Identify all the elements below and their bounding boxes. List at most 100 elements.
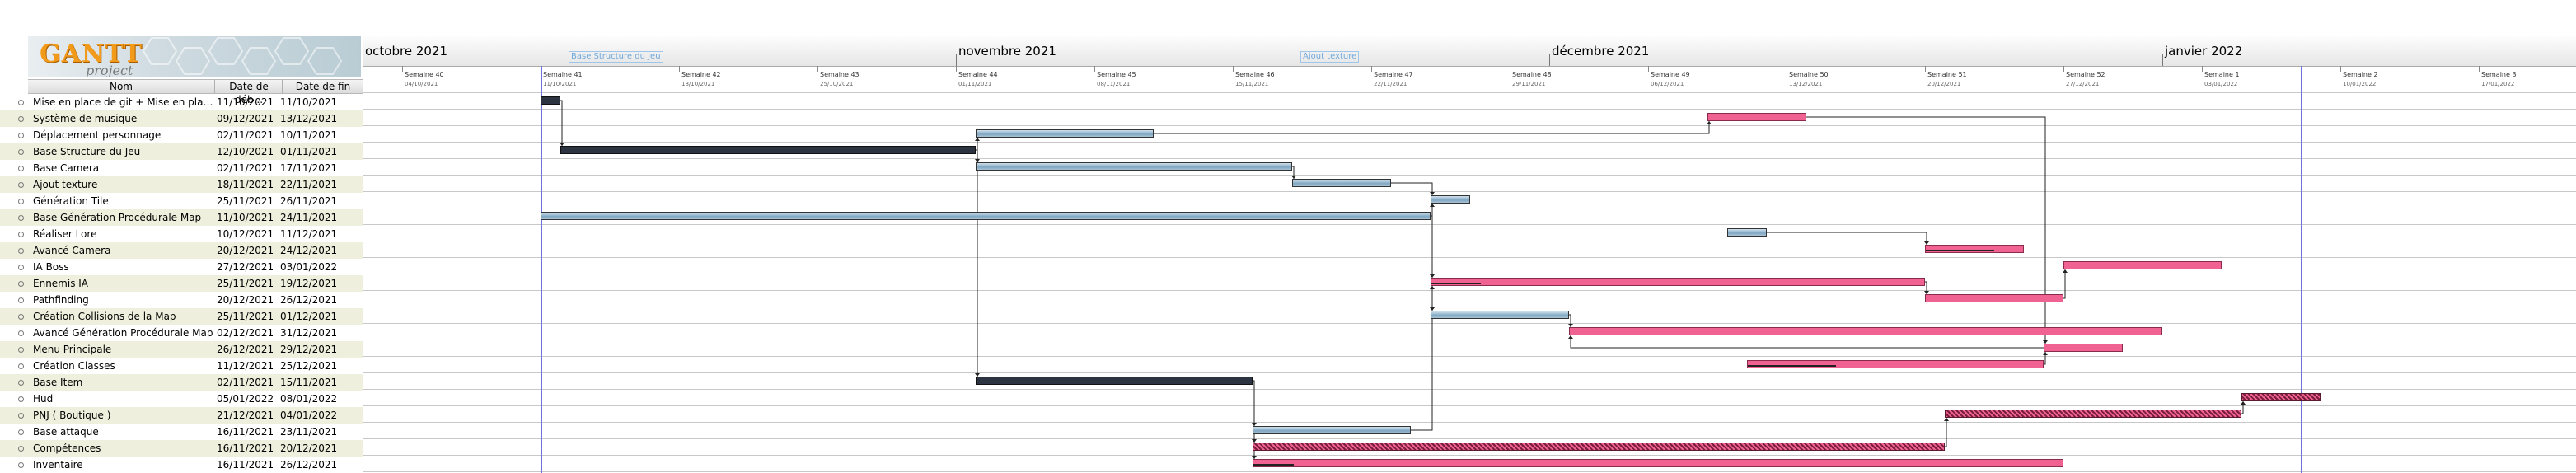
task-bullet-icon: [18, 396, 24, 402]
task-name[interactable]: Base Génération Procédurale Map: [33, 212, 202, 223]
task-bar[interactable]: [976, 377, 1253, 385]
task-bar[interactable]: [560, 146, 976, 154]
task-bar[interactable]: [976, 162, 1292, 171]
task-name[interactable]: Ajout texture: [33, 179, 98, 190]
task-end-date: 23/11/2021: [280, 426, 338, 438]
task-name[interactable]: Génération Tile: [33, 195, 109, 207]
arrowhead-icon: [1430, 192, 1435, 195]
table-row[interactable]: Mise en place de git + Mise en place de …: [0, 94, 363, 110]
task-bullet-icon: [18, 265, 24, 270]
task-end-date: 15/11/2021: [280, 377, 338, 388]
task-bar[interactable]: [1292, 179, 1391, 187]
task-name[interactable]: Réaliser Lore: [33, 228, 97, 240]
task-bar[interactable]: [2063, 261, 2222, 269]
task-bar[interactable]: [1431, 195, 1470, 204]
task-progress: [1748, 365, 1837, 367]
task-bar[interactable]: [541, 96, 560, 105]
row-gridline: [363, 109, 2576, 110]
task-bullet-icon: [18, 116, 24, 122]
task-bar[interactable]: [1253, 426, 1411, 434]
task-bar[interactable]: [1707, 113, 1806, 121]
task-name[interactable]: Système de musique: [33, 113, 138, 124]
dependency-arrow: [1925, 281, 1927, 294]
task-name[interactable]: Ennemis IA: [33, 278, 89, 289]
task-name[interactable]: Base attaque: [33, 426, 99, 438]
task-name[interactable]: Hud: [33, 393, 54, 405]
dependency-arrow: [560, 100, 563, 146]
task-start-date: 16/11/2021: [217, 443, 274, 454]
week-date: 20/12/2021: [1927, 81, 1961, 87]
task-name[interactable]: Base Camera: [33, 162, 100, 174]
date-marker-line: [2301, 66, 2302, 473]
task-name[interactable]: IA Boss: [33, 261, 69, 273]
task-bar[interactable]: [1431, 278, 1925, 286]
task-bar[interactable]: [2241, 393, 2321, 401]
task-bar[interactable]: [1727, 228, 1767, 236]
row-gridline: [363, 158, 2576, 159]
task-name[interactable]: Inventaire: [33, 459, 83, 471]
task-name[interactable]: Création Collisions de la Map: [33, 311, 176, 322]
task-bar[interactable]: [1747, 360, 2044, 368]
task-bar[interactable]: [1253, 443, 1945, 451]
task-name[interactable]: Mise en place de git + Mise en place de …: [33, 96, 214, 108]
column-header-name[interactable]: Nom: [109, 81, 133, 92]
task-name[interactable]: PNJ ( Boutique ): [33, 410, 111, 421]
task-bar[interactable]: [976, 129, 1154, 138]
row-gridline: [363, 142, 2576, 143]
week-number: Semaine 50: [1789, 71, 1829, 78]
task-bar[interactable]: [541, 212, 1431, 220]
task-start-date: 09/12/2021: [217, 113, 274, 124]
task-name[interactable]: Compétences: [33, 443, 101, 454]
task-bar[interactable]: [1925, 245, 2024, 253]
column-header-start[interactable]: Date de déb...: [214, 80, 283, 105]
task-name[interactable]: Avancé Camera: [33, 245, 111, 256]
task-name[interactable]: Création Classes: [33, 360, 115, 372]
task-bar[interactable]: [1253, 459, 2063, 467]
task-name[interactable]: Avancé Génération Procédurale Map: [33, 327, 213, 339]
task-start-date: 25/11/2021: [217, 195, 274, 207]
task-bar[interactable]: [1925, 294, 2063, 302]
week-divider: [679, 66, 680, 72]
task-bar[interactable]: [1569, 327, 2162, 335]
task-name[interactable]: Base Structure du Jeu: [33, 146, 141, 157]
column-header-end[interactable]: Date de fin: [282, 80, 363, 93]
milestone-label[interactable]: Base Structure du Jeu: [569, 51, 663, 63]
task-bar[interactable]: [2044, 344, 2123, 352]
task-name[interactable]: Déplacement personnage: [33, 129, 162, 141]
task-name[interactable]: Menu Principale: [33, 344, 112, 355]
task-name[interactable]: Pathfinding: [33, 294, 89, 306]
task-bar[interactable]: [1945, 410, 2241, 418]
task-name[interactable]: Base Item: [33, 377, 83, 388]
task-end-date: 03/01/2022: [280, 261, 338, 273]
milestone-label[interactable]: Ajout texture: [1300, 51, 1360, 63]
week-divider: [1648, 66, 1649, 72]
task-bar[interactable]: [1431, 311, 1569, 319]
